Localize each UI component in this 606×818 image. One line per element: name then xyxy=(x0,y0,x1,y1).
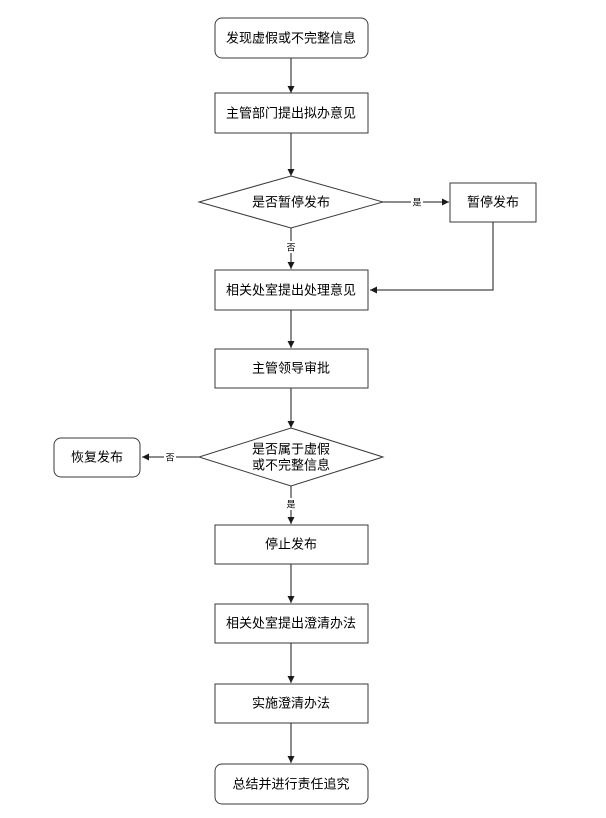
node-summarize-label: 总结并进行责任追究 xyxy=(232,777,349,793)
node-suspend-label: 暂停发布 xyxy=(467,195,519,211)
node-implement-label: 实施澄清办法 xyxy=(252,697,330,712)
node-suspend-decision: 是否暂停发布 xyxy=(197,175,385,229)
node-false-decision-label-line1: 是否属于虚假 xyxy=(252,443,330,458)
node-discover-label: 发现虚假或不完整信息 xyxy=(226,31,356,47)
node-stop: 停止发布 xyxy=(214,524,369,565)
edge-label-false-no: 否 xyxy=(165,453,174,464)
node-draft-opinion: 主管部门提出拟办意见 xyxy=(214,92,369,134)
node-discover: 发现虚假或不完整信息 xyxy=(214,17,369,59)
node-leader-approval-label: 主管领导审批 xyxy=(252,362,330,377)
node-clarify-method: 相关处室提出澄清办法 xyxy=(214,603,369,644)
edge-label-false-yes: 是 xyxy=(286,500,295,511)
edge-suspend-to-handling xyxy=(370,222,494,294)
node-handling-opinion-label: 相关处室提出处理意见 xyxy=(226,283,356,299)
node-suspend: 暂停发布 xyxy=(449,182,537,223)
node-stop-label: 停止发布 xyxy=(265,537,317,553)
edge-label-suspend-yes: 是 xyxy=(412,198,421,209)
node-resume: 恢复发布 xyxy=(53,437,141,478)
node-suspend-decision-label: 是否暂停发布 xyxy=(252,195,330,211)
node-false-decision: 是否属于虚假 或不完整信息 xyxy=(197,427,385,487)
node-leader-approval: 主管领导审批 xyxy=(214,348,369,389)
node-handling-opinion: 相关处室提出处理意见 xyxy=(214,269,369,311)
node-resume-label: 恢复发布 xyxy=(71,450,123,466)
node-summarize: 总结并进行责任追究 xyxy=(214,763,369,805)
edge-label-suspend-no: 否 xyxy=(286,243,295,254)
node-clarify-method-label: 相关处室提出澄清办法 xyxy=(226,616,356,632)
node-draft-opinion-label: 主管部门提出拟办意见 xyxy=(226,106,356,122)
node-false-decision-label-line2: 或不完整信息 xyxy=(252,458,330,474)
node-implement: 实施澄清办法 xyxy=(214,683,369,724)
